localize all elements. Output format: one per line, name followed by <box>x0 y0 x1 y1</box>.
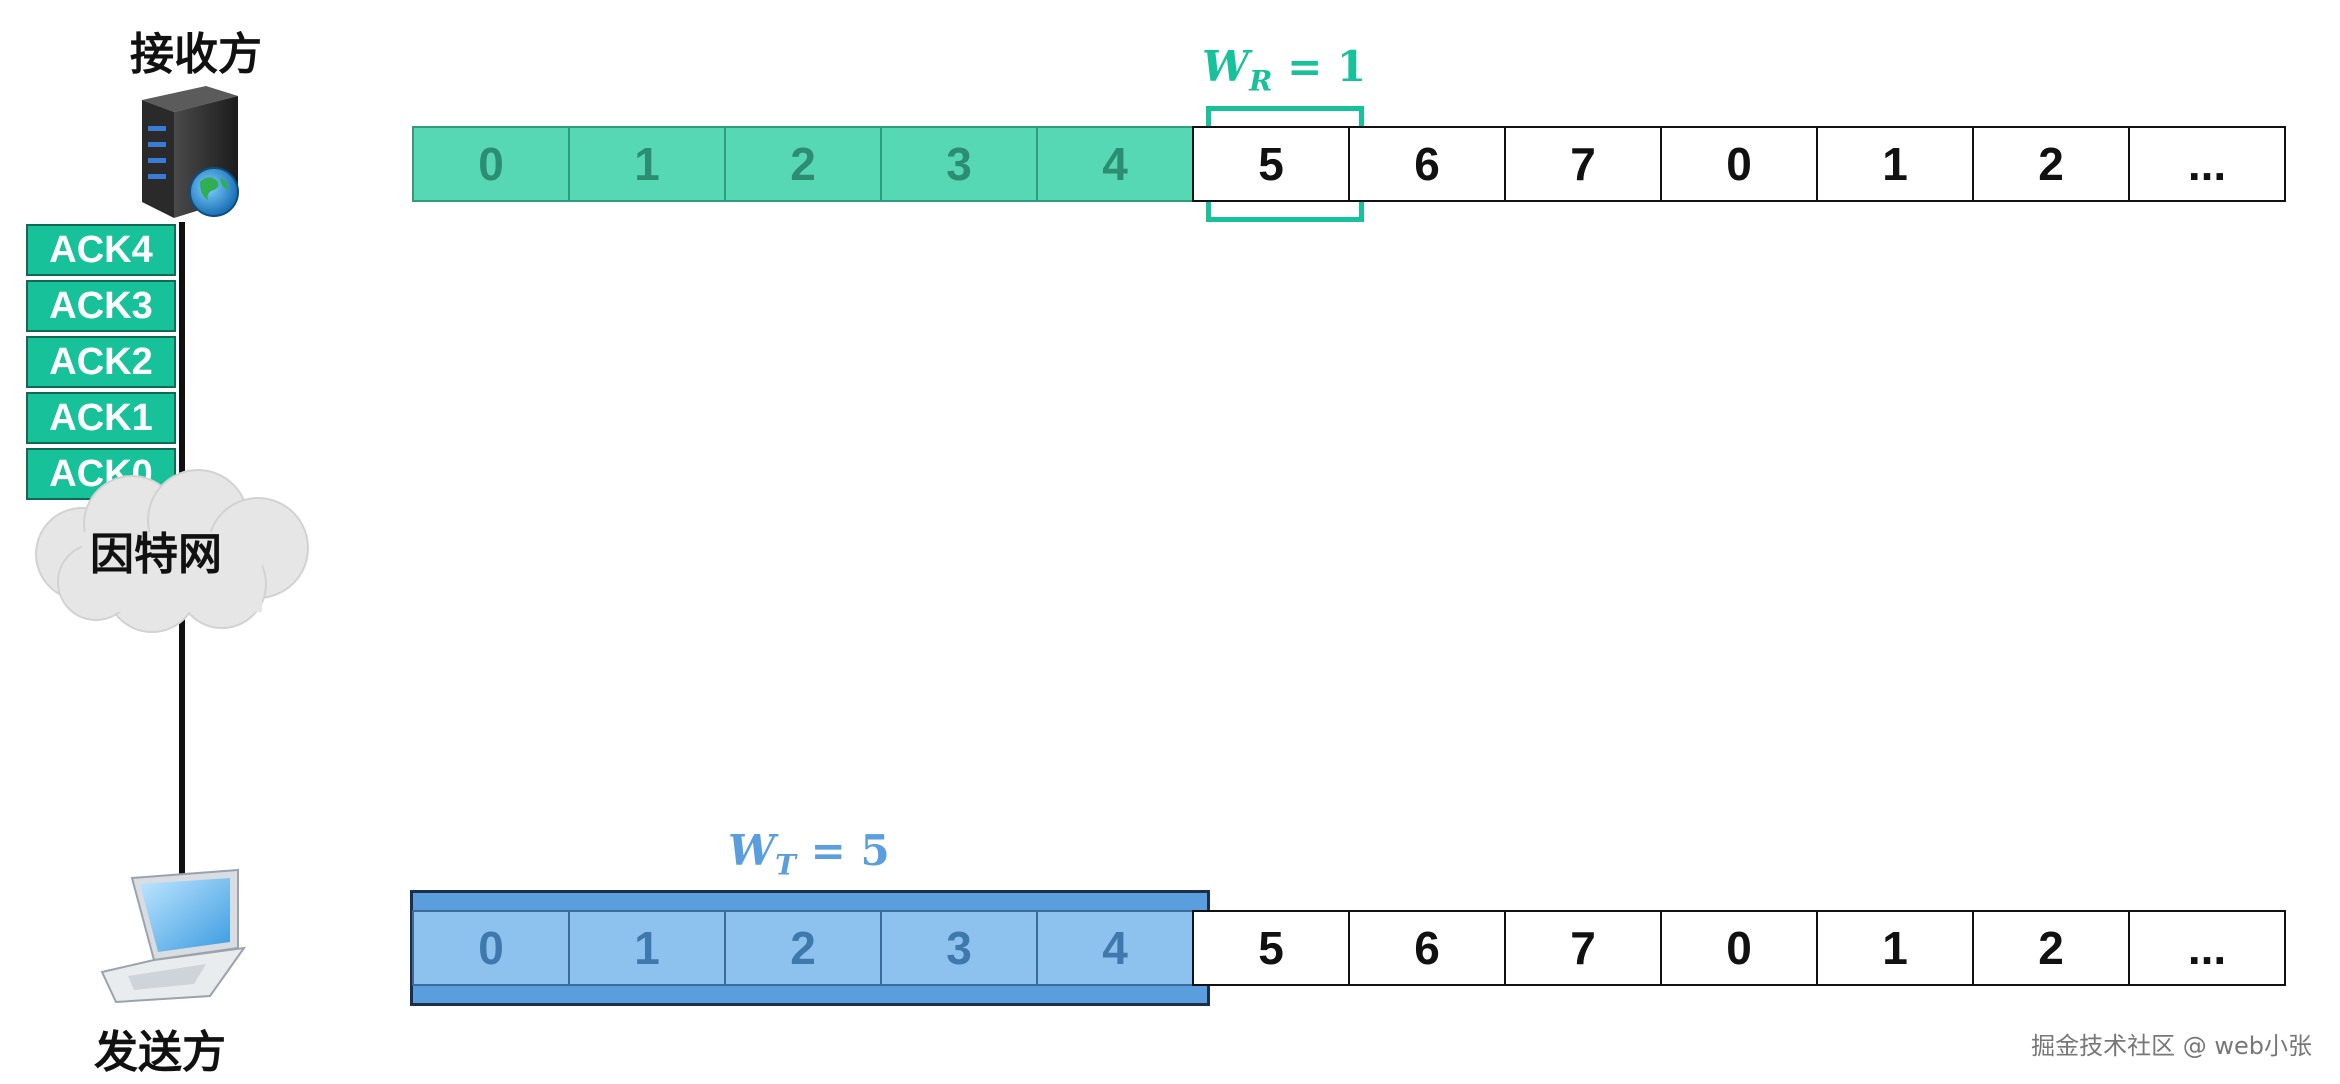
receiver-seq-cell: 7 <box>1504 126 1662 202</box>
sender-seq-cell: 1 <box>568 910 726 986</box>
watermark: 掘金技术社区 @ web小张 <box>2031 1032 2312 1060</box>
receiver-label: 接收方 <box>130 29 262 80</box>
ack-3-block: ACK3 <box>26 280 176 332</box>
cloud-icon <box>35 469 309 633</box>
receive-window-label: WR = 1 <box>1202 42 1366 97</box>
sender-seq-cell: 7 <box>1504 910 1662 986</box>
receive-window-label-rest: = 1 <box>1272 42 1367 91</box>
server-icon <box>142 86 239 218</box>
receiver-seq-cell-ellipsis: ... <box>2128 126 2286 202</box>
receiver-seq-cell: 0 <box>1660 126 1818 202</box>
network-label: 因特网 <box>90 529 222 580</box>
sender-seq-cell: 2 <box>724 910 882 986</box>
sender-seq-cell-ellipsis: ... <box>2128 910 2286 986</box>
receive-window-label-sub: R <box>1249 64 1273 98</box>
sender-label: 发送方 <box>94 1027 226 1078</box>
laptop-icon <box>100 868 247 1004</box>
sender-seq-cell: 5 <box>1192 910 1350 986</box>
receiver-seq-cell: 2 <box>724 126 882 202</box>
receiver-seq-cell: 1 <box>568 126 726 202</box>
receive-window-label-base: W <box>1202 42 1250 91</box>
send-window-label-rest: = 5 <box>796 826 890 875</box>
ack-4-block: ACK4 <box>26 224 176 276</box>
receiver-seq-cell: 1 <box>1816 126 1974 202</box>
send-window-label-sub: T <box>775 848 797 882</box>
sender-seq-cell: 1 <box>1816 910 1974 986</box>
receiver-seq-cell: 0 <box>412 126 570 202</box>
receiver-seq-cell-expected: 5 <box>1192 126 1350 202</box>
send-window-label: WT = 5 <box>728 826 890 881</box>
sender-seq-cell: 0 <box>412 910 570 986</box>
receiver-seq-cell: 6 <box>1348 126 1506 202</box>
send-window-label-base: W <box>728 826 776 875</box>
sender-seq-cell: 6 <box>1348 910 1506 986</box>
ack-1-block: ACK1 <box>26 392 176 444</box>
receiver-seq-cell: 4 <box>1036 126 1194 202</box>
sender-sequence-row: 0 1 2 3 4 5 6 7 0 1 2 ... <box>412 910 2286 986</box>
sender-seq-cell: 4 <box>1036 910 1194 986</box>
receiver-seq-cell: 2 <box>1972 126 2130 202</box>
ack-2-block: ACK2 <box>26 336 176 388</box>
sender-seq-cell: 0 <box>1660 910 1818 986</box>
receiver-seq-cell: 3 <box>880 126 1038 202</box>
receiver-sequence-row: 0 1 2 3 4 5 6 7 0 1 2 ... <box>412 126 2286 202</box>
sender-seq-cell: 2 <box>1972 910 2130 986</box>
sender-seq-cell: 3 <box>880 910 1038 986</box>
